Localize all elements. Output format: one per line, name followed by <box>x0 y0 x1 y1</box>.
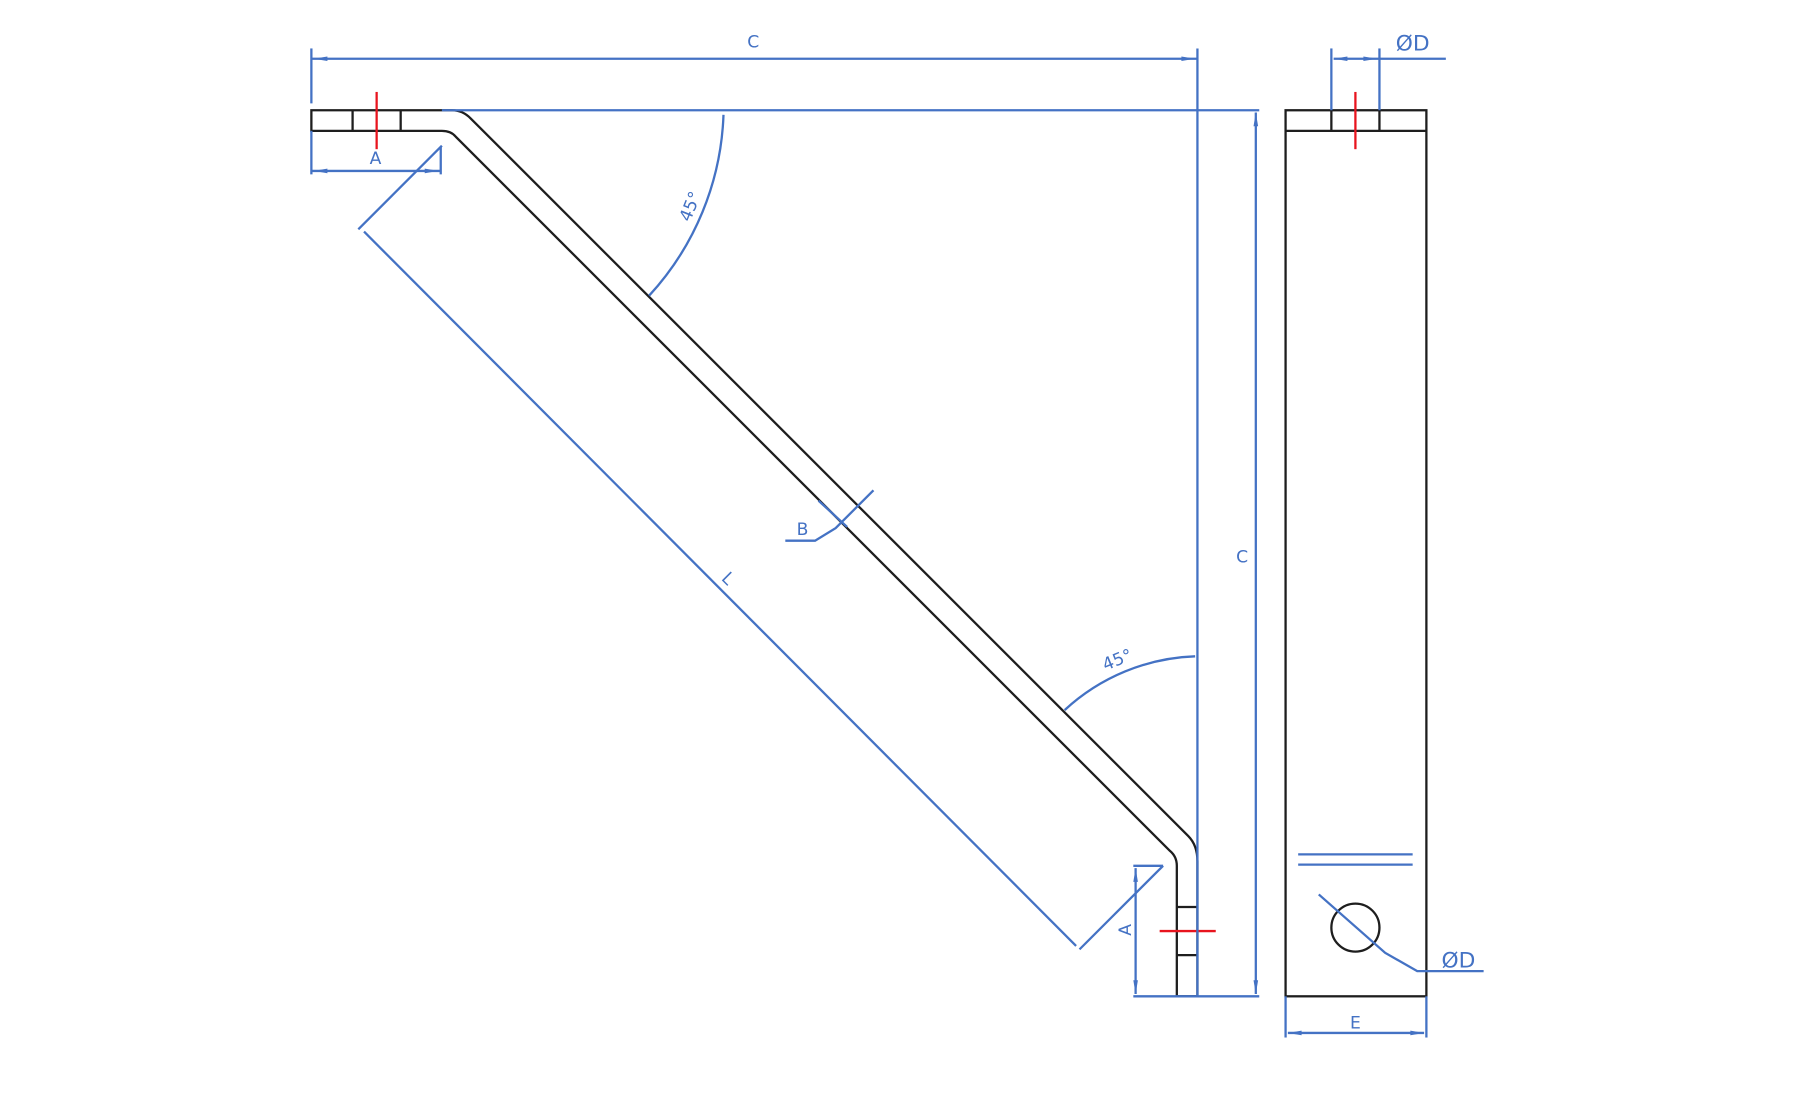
label-d-side: ØD <box>1442 949 1476 974</box>
hole-circle <box>1330 902 1381 953</box>
label-e: E <box>1350 1013 1361 1033</box>
label-c-right: C <box>1236 547 1248 567</box>
label-angle-bottom: 45° <box>1100 645 1136 675</box>
dimension-l <box>363 230 1077 947</box>
label-a-top: A <box>370 149 382 169</box>
side-view: ØD ØD E <box>1284 32 1484 1038</box>
dimension-d-leader <box>1318 893 1484 973</box>
top-flange-outline <box>310 109 1199 998</box>
dimensions: C C A L A B 45° 45° <box>310 32 1260 998</box>
label-b: B <box>797 520 809 540</box>
label-angle-top: 45° <box>676 189 706 225</box>
label-l: L <box>717 569 738 590</box>
angle-arc-bottom <box>1063 655 1196 711</box>
side-outline <box>1284 109 1428 998</box>
label-a-bottom: A <box>1116 924 1136 936</box>
label-c-top: C <box>747 32 759 52</box>
front-view <box>310 91 1216 998</box>
label-d-top: ØD <box>1396 32 1430 57</box>
dimension-b-leader <box>785 489 875 542</box>
angle-arc-top <box>648 114 725 297</box>
